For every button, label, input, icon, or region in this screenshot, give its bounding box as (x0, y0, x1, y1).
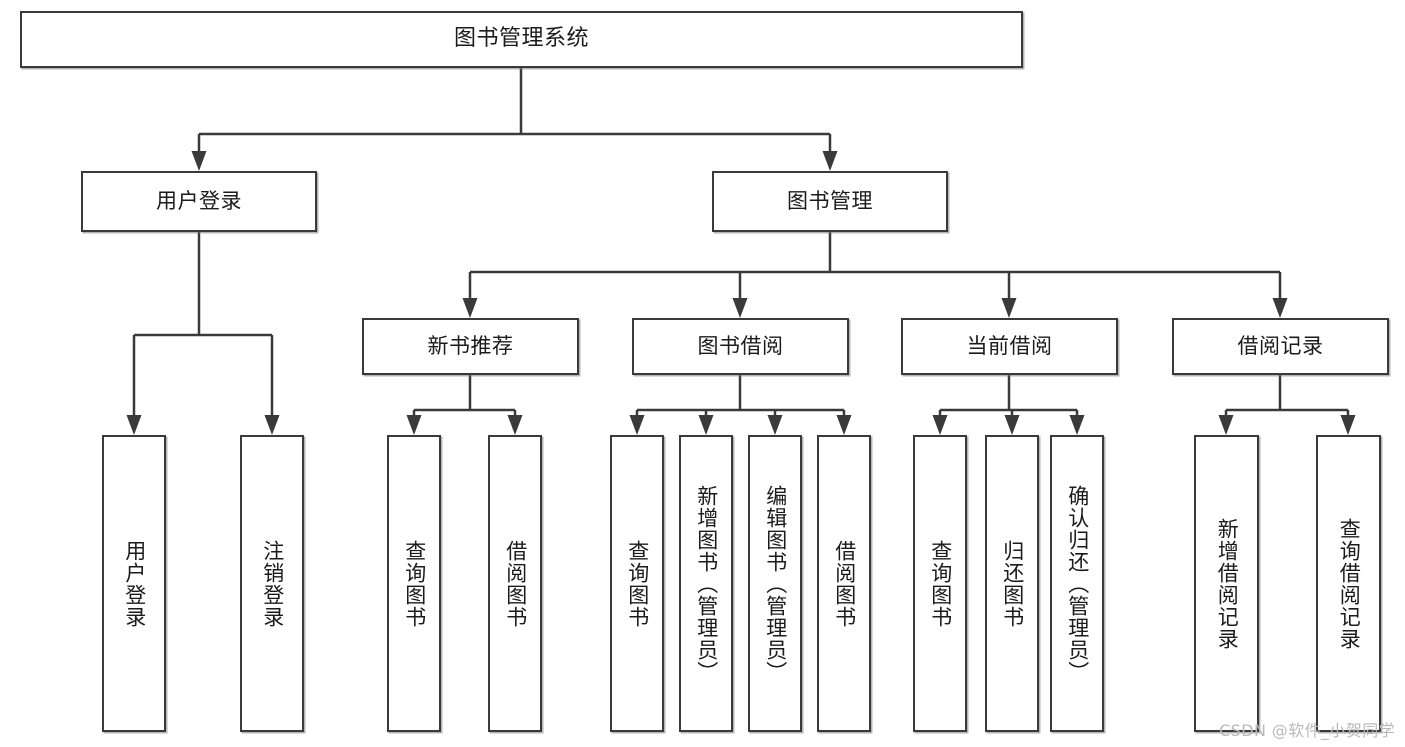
node-label: 借阅图书 (503, 539, 528, 628)
arrowhead-icon (698, 415, 714, 435)
arrowhead-icon (932, 415, 948, 435)
node-label: 借阅记录 (1237, 333, 1324, 358)
node-label: 用户登录 (156, 188, 242, 213)
node-leaf-编辑图书管理员[interactable]: 编辑图书（管理员） (748, 435, 802, 732)
node-leaf-确认归还管理员[interactable]: 确认归还（管理员） (1050, 435, 1104, 732)
node-label: 新增图书（管理员） (694, 484, 719, 683)
node-leaf-借阅图书[interactable]: 借阅图书 (488, 435, 542, 732)
node-leaf-查询图书[interactable]: 查询图书 (387, 435, 441, 732)
node-lvl1-图书管理[interactable]: 图书管理 (712, 171, 948, 232)
node-lvl2-新书推荐[interactable]: 新书推荐 (362, 318, 579, 375)
node-leaf-查询图书[interactable]: 查询图书 (610, 435, 664, 732)
node-label: 查询图书 (625, 539, 650, 628)
node-label: 查询图书 (402, 539, 427, 628)
node-root-图书管理系统[interactable]: 图书管理系统 (20, 11, 1023, 68)
arrowhead-icon (822, 151, 838, 171)
node-lvl2-图书借阅[interactable]: 图书借阅 (632, 318, 849, 375)
arrowhead-icon (1069, 415, 1085, 435)
node-leaf-新增图书管理员[interactable]: 新增图书（管理员） (679, 435, 733, 732)
arrowhead-icon (507, 415, 523, 435)
watermark: CSDN @软件_小贺同学 (1219, 721, 1395, 740)
arrowhead-icon (767, 415, 783, 435)
node-label: 当前借阅 (966, 333, 1053, 358)
arrowhead-icon (406, 415, 422, 435)
node-label: 借阅图书 (832, 539, 857, 628)
arrowhead-icon (1001, 298, 1017, 318)
node-label: 注销登录 (260, 539, 285, 628)
node-leaf-注销登录[interactable]: 注销登录 (240, 435, 304, 732)
arrowhead-icon (836, 415, 852, 435)
node-lvl1-用户登录[interactable]: 用户登录 (81, 171, 317, 232)
arrowhead-icon (732, 298, 748, 318)
node-leaf-用户登录[interactable]: 用户登录 (102, 435, 166, 732)
node-label: 新书推荐 (427, 333, 514, 358)
node-label: 图书管理系统 (453, 26, 589, 52)
arrowhead-icon (1272, 298, 1288, 318)
node-label: 查询借阅记录 (1337, 517, 1362, 650)
arrowhead-icon (462, 298, 478, 318)
node-label: 用户登录 (122, 539, 147, 628)
node-leaf-借阅图书[interactable]: 借阅图书 (817, 435, 871, 732)
arrowhead-icon (1340, 415, 1356, 435)
node-label: 归还图书 (1000, 539, 1025, 628)
arrowhead-icon (191, 151, 207, 171)
node-leaf-查询借阅记录[interactable]: 查询借阅记录 (1316, 435, 1381, 732)
arrowhead-icon (629, 415, 645, 435)
arrowhead-icon (1004, 415, 1020, 435)
node-label: 确认归还（管理员） (1065, 484, 1090, 683)
node-label: 图书借阅 (697, 333, 784, 358)
node-label: 图书管理 (787, 188, 873, 213)
node-leaf-归还图书[interactable]: 归还图书 (985, 435, 1039, 732)
node-leaf-新增借阅记录[interactable]: 新增借阅记录 (1194, 435, 1259, 732)
arrowhead-icon (264, 415, 280, 435)
node-lvl2-当前借阅[interactable]: 当前借阅 (901, 318, 1118, 375)
arrowhead-icon (1218, 415, 1234, 435)
node-lvl2-借阅记录[interactable]: 借阅记录 (1172, 318, 1389, 375)
node-label: 查询图书 (928, 539, 953, 628)
node-label: 编辑图书（管理员） (763, 484, 788, 683)
node-leaf-查询图书[interactable]: 查询图书 (913, 435, 967, 732)
node-label: 新增借阅记录 (1215, 517, 1240, 650)
arrowhead-icon (126, 415, 142, 435)
